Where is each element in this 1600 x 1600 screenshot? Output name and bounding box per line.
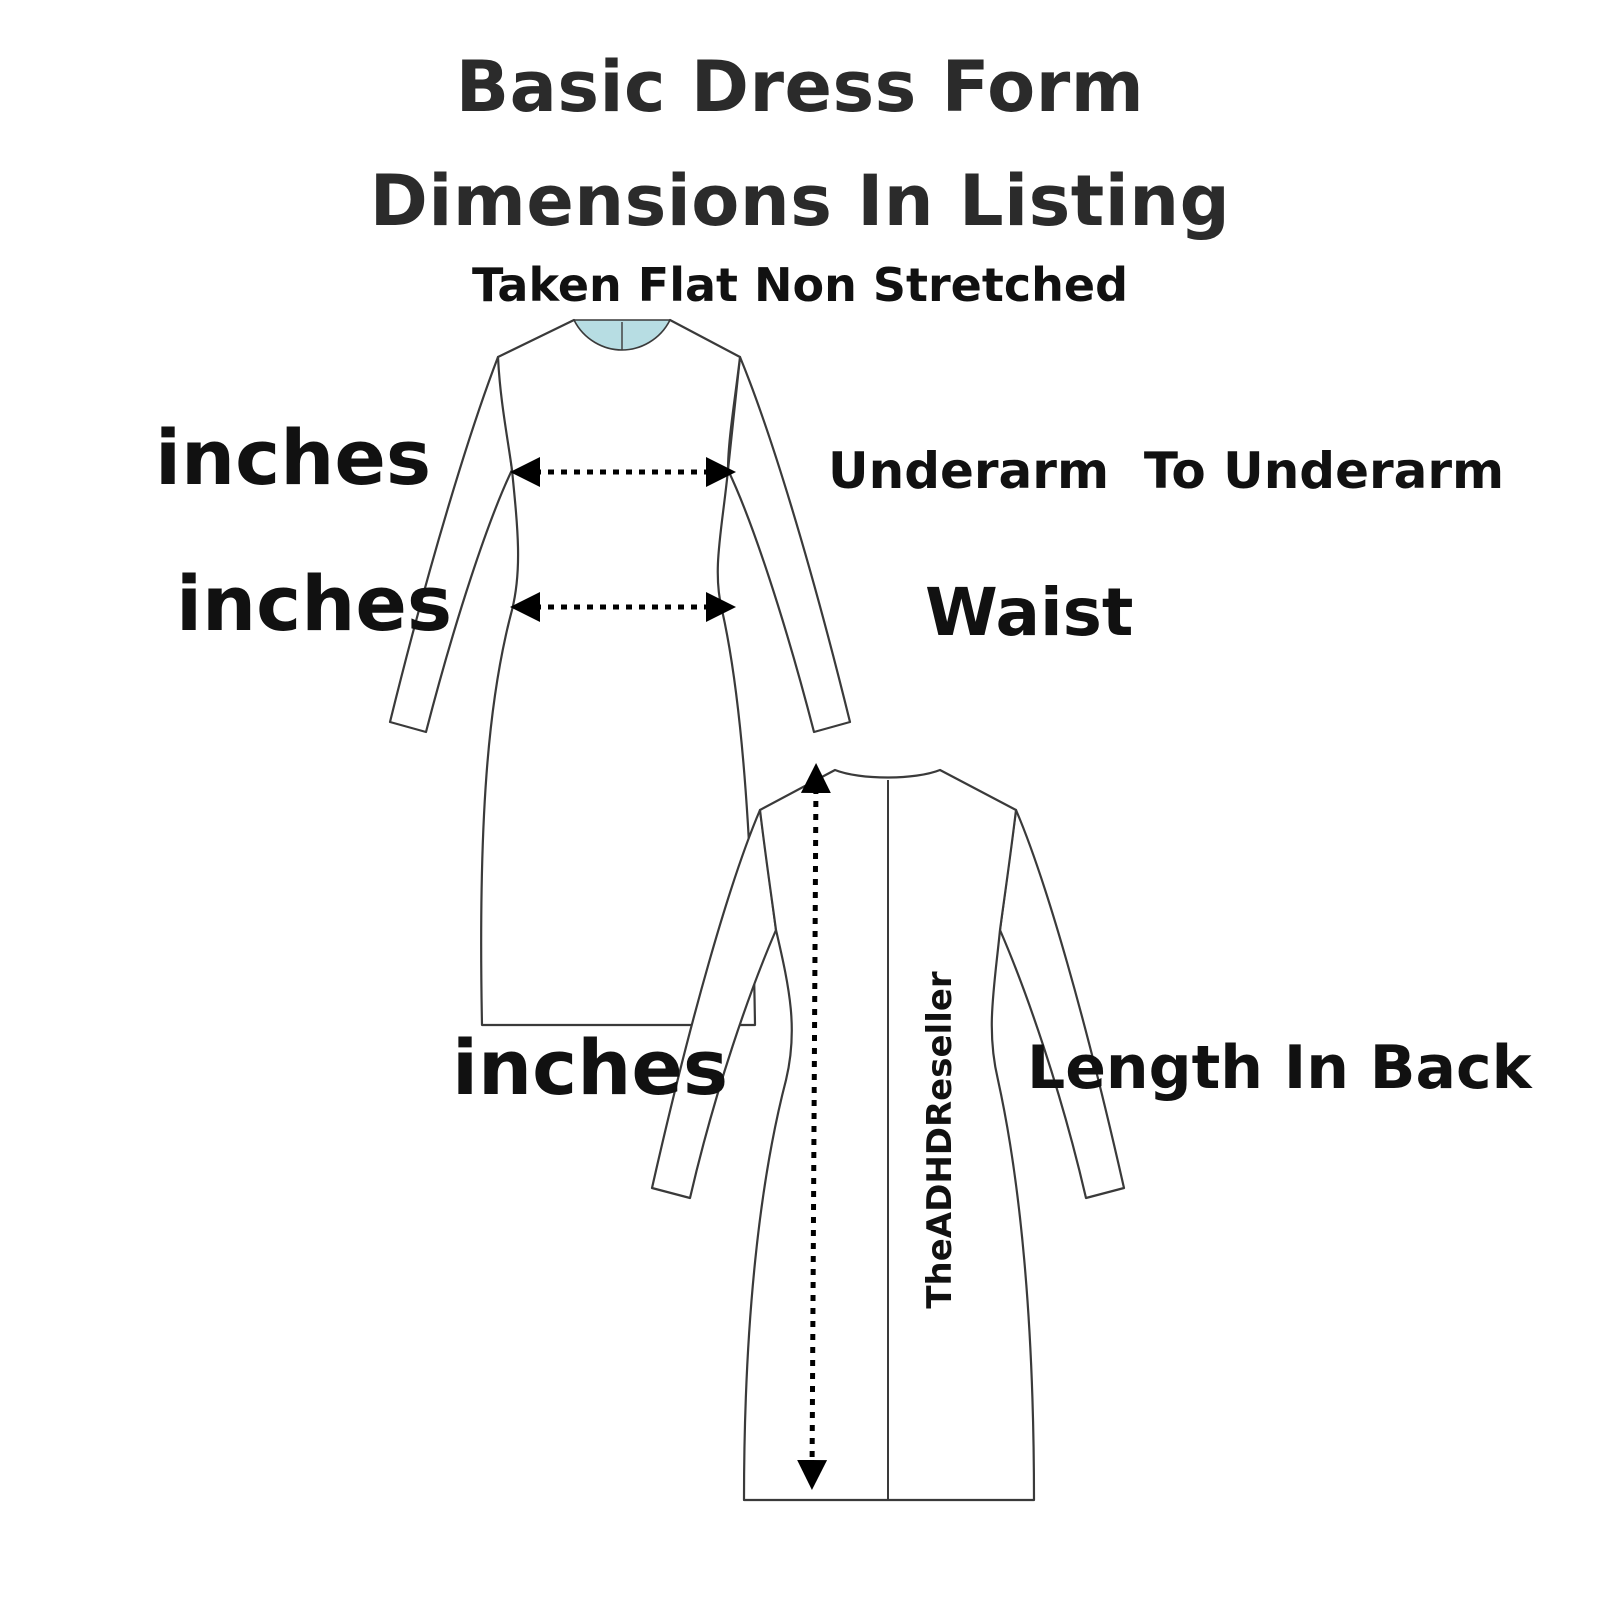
subtitle: Taken Flat Non Stretched [471,258,1129,312]
front-left-sleeve [388,355,514,734]
front-body [480,318,757,1027]
title-line-2: Dimensions In Listing [369,160,1231,242]
watermark-text: TheADHDReseller [920,971,960,1309]
front-dress [388,318,852,1027]
underarm-unit-label: inches [155,413,432,502]
underarm-measurement-label: Underarm To Underarm [828,442,1505,500]
back-left-sleeve [650,808,778,1200]
back-right-sleeve [998,808,1126,1200]
front-right-sleeve [726,355,852,734]
waist-measurement-label: Waist [925,574,1134,651]
waist-unit-label: inches [176,559,453,648]
length-arrow [797,763,831,1490]
length-unit-label: inches [452,1023,729,1112]
length-measurement-label: Length In Back [1027,1033,1532,1103]
title-line-1: Basic Dress Form [455,46,1145,128]
measurement-arrows [510,457,831,1490]
